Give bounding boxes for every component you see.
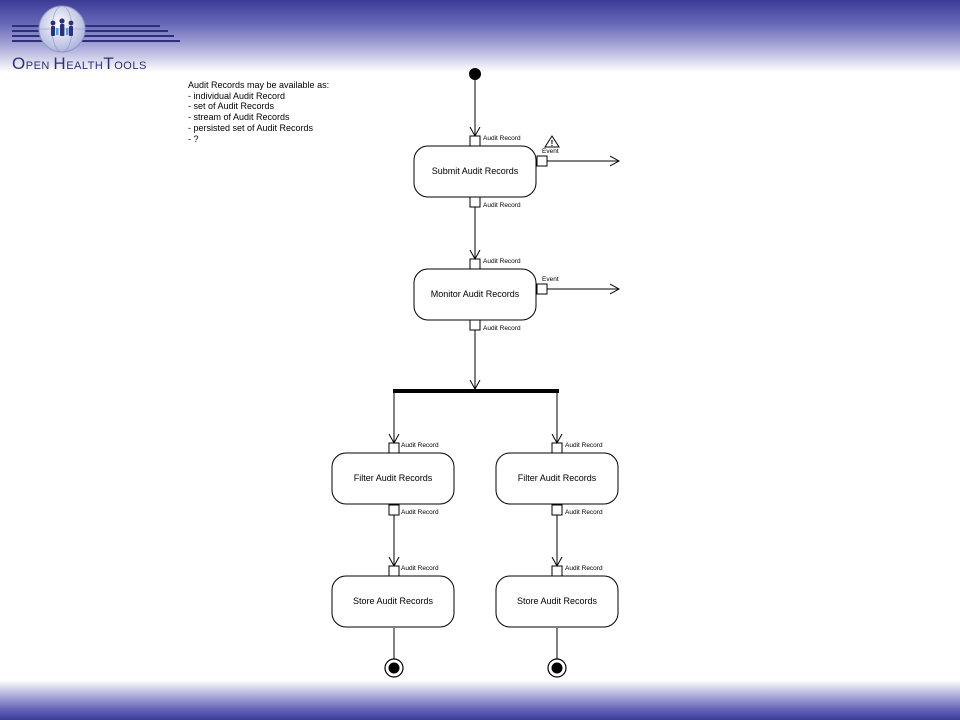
initial-node — [469, 68, 481, 80]
event-label: Event — [542, 276, 559, 283]
open-health-tools-logo: OPEN HEALTHTOOLS — [10, 4, 190, 73]
warning-glyph: ! — [551, 139, 554, 148]
event-label: Event — [542, 148, 559, 155]
pin-label: Audit Record — [483, 325, 521, 332]
filter-left-output-pin — [388, 504, 400, 516]
note-item: - persisted set of Audit Records — [188, 122, 314, 133]
pin-label: Audit Record — [565, 442, 603, 449]
pin-label: Audit Record — [565, 565, 603, 572]
filter-right-input-pin — [551, 442, 563, 454]
pin-label: Audit Record — [565, 509, 603, 516]
store-right-input-pin — [551, 565, 563, 577]
audit-records-note: Audit Records may be available as: - ind… — [188, 80, 329, 144]
filter-left-label: Filter Audit Records — [354, 473, 433, 483]
submit-input-pin — [469, 135, 481, 147]
monitor-output-pin — [469, 319, 481, 331]
pin-label: Audit Record — [483, 135, 521, 142]
store-left-input-pin — [388, 565, 400, 577]
pin-label: Audit Record — [483, 258, 521, 265]
note-heading: Audit Records may be available as: — [188, 80, 330, 90]
note-item: - set of Audit Records — [188, 101, 275, 112]
people-icon — [50, 18, 74, 36]
pin-label: Audit Record — [483, 202, 521, 209]
filter-right-output-pin — [551, 504, 563, 516]
note-item: - stream of Audit Records — [188, 112, 290, 123]
filter-right-label: Filter Audit Records — [518, 473, 597, 483]
monitor-event-pin — [536, 283, 548, 295]
pin-label: Audit Record — [401, 442, 439, 449]
warning-icon — [544, 135, 560, 148]
store-left-label: Store Audit Records — [353, 596, 434, 606]
fork-bar — [393, 389, 559, 393]
logo-text: OPEN HEALTHTOOLS — [12, 54, 147, 73]
submit-output-pin — [469, 196, 481, 208]
store-right-label: Store Audit Records — [517, 596, 598, 606]
pin-label: Audit Record — [401, 565, 439, 572]
note-item: - ? — [188, 133, 199, 144]
filter-left-input-pin — [388, 442, 400, 454]
monitor-action-label: Monitor Audit Records — [431, 289, 520, 299]
submit-action-label: Submit Audit Records — [432, 166, 519, 176]
footer-band — [0, 680, 960, 720]
pin-label: Audit Record — [401, 509, 439, 516]
final-node-right — [547, 658, 567, 678]
note-item: - individual Audit Record — [188, 90, 286, 101]
final-node-left — [384, 658, 404, 678]
monitor-input-pin — [469, 258, 481, 270]
submit-event-pin — [536, 155, 548, 167]
logo-graphic — [12, 5, 180, 53]
